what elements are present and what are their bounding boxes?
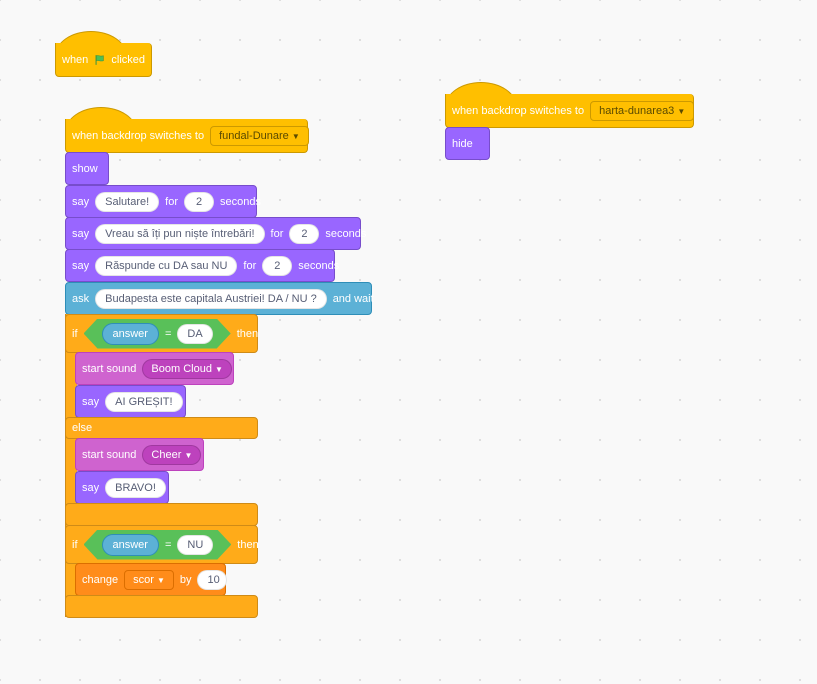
chevron-down-icon: ▼ xyxy=(156,575,165,585)
show-block[interactable]: show xyxy=(65,152,109,185)
answer-reporter[interactable]: answer xyxy=(102,534,159,556)
clicked-label: clicked xyxy=(111,53,145,66)
equals-sign: = xyxy=(164,538,172,551)
then-label: then xyxy=(236,327,259,340)
backdrop-dropdown[interactable]: fundal-Dunare ▼ xyxy=(210,125,309,146)
if-else-bottom-arm xyxy=(65,503,258,526)
backdrop-value: fundal-Dunare xyxy=(219,129,289,142)
for-label: for xyxy=(270,227,284,240)
for-label: for xyxy=(243,259,257,272)
say-block[interactable]: say BRAVO! xyxy=(75,471,169,504)
message-input[interactable]: BRAVO! xyxy=(105,477,166,498)
equals-operator[interactable]: answer = NU xyxy=(84,530,232,560)
when-flag-clicked-block[interactable]: when clicked xyxy=(55,43,152,77)
if-block[interactable]: if answer = NU then xyxy=(65,525,259,564)
seconds-label: seconds xyxy=(325,227,367,240)
message-input[interactable]: AI GREȘIT! xyxy=(105,391,183,412)
seconds-input[interactable]: 2 xyxy=(184,191,214,212)
variable-value: scor xyxy=(133,573,154,586)
seconds-input[interactable]: 2 xyxy=(262,255,293,276)
message-input[interactable]: Salutare! xyxy=(95,191,160,212)
hide-block[interactable]: hide xyxy=(445,127,490,160)
hat-label: when backdrop switches to xyxy=(72,129,205,142)
answer-reporter[interactable]: answer xyxy=(102,323,159,345)
say-block[interactable]: say AI GREȘIT! xyxy=(75,385,186,418)
backdrop-value: harta-dunarea3 xyxy=(599,104,675,117)
and-wait-label: and wait xyxy=(332,292,374,305)
when-label: when xyxy=(62,53,89,66)
if-else-block[interactable]: if answer = DA then xyxy=(65,314,258,353)
equals-sign: = xyxy=(164,327,172,340)
seconds-label: seconds xyxy=(298,259,340,272)
if-label: if xyxy=(72,538,78,551)
amount-input[interactable]: 10 xyxy=(197,569,228,590)
chevron-down-icon: ▼ xyxy=(184,450,193,460)
say-label: say xyxy=(72,195,90,208)
seconds-label: seconds xyxy=(220,195,261,208)
if-bottom-arm xyxy=(65,595,258,618)
say-label: say xyxy=(82,481,100,494)
else-label: else xyxy=(72,422,93,434)
show-label: show xyxy=(72,162,98,175)
when-backdrop-switches-block[interactable]: when backdrop switches to harta-dunarea3… xyxy=(445,94,695,128)
seconds-input[interactable]: 2 xyxy=(289,223,320,244)
sound-dropdown[interactable]: Boom Cloud ▼ xyxy=(142,358,232,379)
start-sound-label: start sound xyxy=(82,448,137,461)
chevron-down-icon: ▼ xyxy=(291,131,300,141)
for-label: for xyxy=(165,195,178,208)
say-label: say xyxy=(72,227,90,240)
backdrop-dropdown[interactable]: harta-dunarea3 ▼ xyxy=(590,100,695,121)
say-label: say xyxy=(72,259,90,272)
when-backdrop-switches-block[interactable]: when backdrop switches to fundal-Dunare … xyxy=(65,119,309,153)
sound-dropdown[interactable]: Cheer ▼ xyxy=(142,444,202,465)
ask-and-wait-block[interactable]: ask Budapesta este capitala Austriei! DA… xyxy=(65,282,374,315)
say-for-block[interactable]: say Salutare! for 2 seconds xyxy=(65,185,261,218)
message-input[interactable]: Răspunde cu DA sau NU xyxy=(95,255,238,276)
change-label: change xyxy=(82,573,119,586)
say-for-block[interactable]: say Vreau să îți pun niște întrebări! fo… xyxy=(65,217,366,250)
sound-value: Boom Cloud xyxy=(151,362,212,375)
by-label: by xyxy=(179,573,192,586)
say-for-block[interactable]: say Răspunde cu DA sau NU for 2 seconds xyxy=(65,249,339,282)
say-label: say xyxy=(82,395,100,408)
start-sound-block[interactable]: start sound Cheer ▼ xyxy=(75,438,204,471)
if-label: if xyxy=(72,327,78,340)
hat-label: when backdrop switches to xyxy=(452,104,585,117)
equals-operator[interactable]: answer = DA xyxy=(84,319,231,349)
chevron-down-icon: ▼ xyxy=(677,106,686,116)
question-input[interactable]: Budapesta este capitala Austriei! DA / N… xyxy=(95,288,327,309)
change-variable-block[interactable]: change scor ▼ by 10 xyxy=(75,563,228,596)
then-label: then xyxy=(237,538,259,551)
compare-value-input[interactable]: NU xyxy=(177,535,213,555)
ask-label: ask xyxy=(72,292,90,305)
green-flag-icon xyxy=(95,54,104,65)
message-input[interactable]: Vreau să îți pun niște întrebări! xyxy=(95,223,265,244)
compare-value-input[interactable]: DA xyxy=(177,324,212,344)
start-sound-label: start sound xyxy=(82,362,137,375)
sound-value: Cheer xyxy=(151,448,182,461)
else-arm: else xyxy=(65,417,258,439)
start-sound-block[interactable]: start sound Boom Cloud ▼ xyxy=(75,352,234,385)
hide-label: hide xyxy=(452,137,473,150)
chevron-down-icon: ▼ xyxy=(215,364,223,374)
variable-dropdown[interactable]: scor ▼ xyxy=(124,569,174,590)
